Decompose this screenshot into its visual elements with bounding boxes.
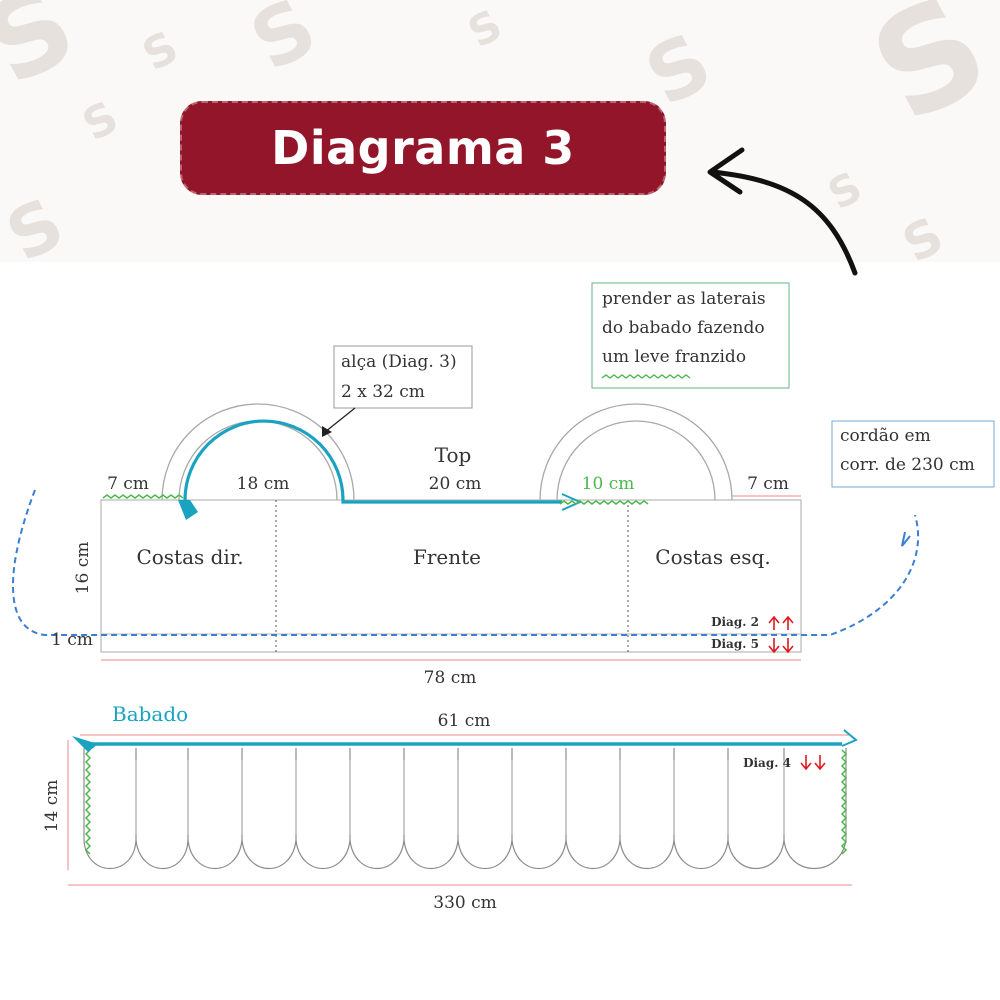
cord-note-line1: cordão em [840, 426, 931, 446]
ruffle-top-width: 61 cm [438, 711, 491, 731]
ruffle-teal-arrowhead-start-icon [72, 736, 98, 752]
crochet-direction-path [183, 419, 562, 513]
dim-back-left: 10 cm [582, 474, 635, 494]
height-top: 16 cm [73, 542, 93, 595]
dim-top-right: 7 cm [747, 474, 789, 494]
sides-note-line3: um leve franzido [602, 347, 746, 367]
dim-front: 20 cm [429, 474, 482, 494]
top-rectangle [100, 499, 802, 653]
strap-note-line1: alça (Diag. 3) [341, 352, 457, 372]
ref-diag4: Diag. 4 [743, 756, 791, 770]
ruffle-green-edge-left [84, 749, 92, 855]
green-edge-left [102, 494, 184, 499]
pointer-arrow-head-icon [707, 147, 745, 195]
section-back-right: Costas dir. [136, 545, 243, 569]
red-arrows-up-icon [768, 615, 794, 630]
cord-note-line2: corr. de 230 cm [840, 455, 975, 475]
ruffle-outline [83, 748, 847, 870]
page-title: Diagrama 3 [271, 121, 575, 175]
dim-back-right: 18 cm [237, 474, 290, 494]
ruffle-green-edge-right [840, 749, 848, 855]
ruffle-red-arrows-down-icon [800, 755, 826, 771]
red-arrows-down-icon [768, 638, 794, 654]
ruffle-bottom-width: 330 cm [433, 893, 497, 913]
pointer-arrow [709, 169, 858, 276]
top-piece: Top 7 cm 18 cm 20 cm 10 cm 7 cm Costas d… [12, 403, 920, 688]
ruffle-height: 14 cm [42, 780, 62, 833]
section-front: Frente [413, 545, 481, 569]
strap-note-line2: 2 x 32 cm [341, 382, 425, 402]
ruffle-teal-arrowhead-end-icon [841, 729, 858, 747]
strap-note: alça (Diag. 3) 2 x 32 cm [322, 345, 473, 437]
strap-arc-left-outer [161, 403, 355, 501]
strap-arc-right-outer [539, 403, 733, 501]
title-badge: Diagrama 3 [180, 101, 666, 195]
ref-diag5: Diag. 5 [711, 637, 759, 651]
sides-note-line1: prender as laterais [602, 289, 766, 309]
top-label: Top [435, 443, 472, 467]
cord-arrow-icon [901, 531, 911, 547]
teal-arrowhead-end-icon [561, 493, 583, 511]
ruffle-piece: Babado 61 cm 14 cm Diag. 4 330 cm [42, 702, 858, 913]
ref-diag2: Diag. 2 [711, 615, 759, 629]
section-back-left: Costas esq. [655, 545, 770, 569]
dim-top-left: 7 cm [107, 474, 149, 494]
sides-note: prender as laterais do babado fazendo um… [591, 282, 790, 389]
sides-note-line2: do babado fazendo [602, 318, 765, 338]
width-top: 78 cm [424, 668, 477, 688]
strap-arc-right-inner [556, 420, 716, 501]
ruffle-pleat-lines [135, 760, 785, 835]
teal-arrowhead-start-icon [178, 500, 198, 520]
cord-note: cordão em corr. de 230 cm [831, 420, 995, 488]
ruffle-label: Babado [112, 702, 188, 726]
height-band: 1 cm [51, 630, 93, 650]
green-edge-right [559, 500, 649, 505]
